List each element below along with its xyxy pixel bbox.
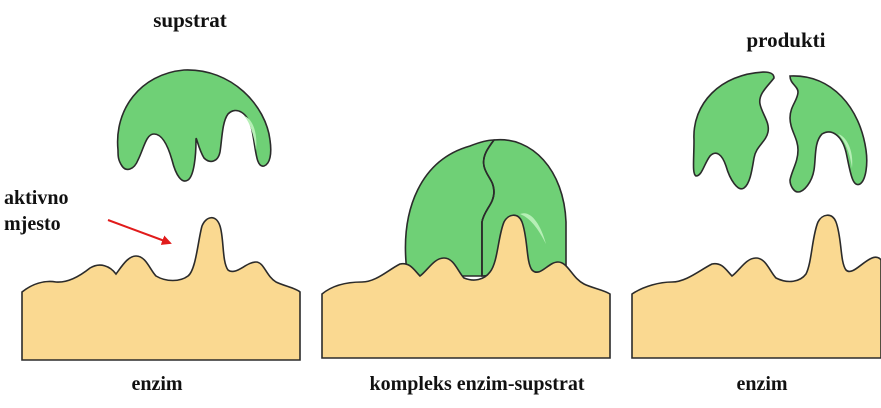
complex-split-line <box>481 139 495 276</box>
enzyme-label-left: enzim <box>131 373 183 395</box>
complex-substrate-highlight <box>520 213 546 244</box>
active-site-arrow <box>107 219 172 245</box>
active-site-label: aktivno mjesto <box>4 185 68 237</box>
complex-substrate-left-half <box>404 139 496 277</box>
product-right-shape <box>789 75 868 193</box>
enzyme-label-right: enzim <box>736 373 788 395</box>
enzyme-shape-complex <box>321 214 611 359</box>
complex-label: kompleks enzim-supstrat <box>369 373 585 395</box>
substrate-highlight <box>244 116 257 150</box>
substrate-label: supstrat <box>153 8 227 32</box>
panel-enzyme-products <box>631 71 881 359</box>
enzyme-shape-left <box>21 216 301 361</box>
panel-enzyme-substrate <box>21 69 301 361</box>
active-site-label-line1: aktivno <box>4 187 69 209</box>
enzyme-shape-right <box>631 214 881 359</box>
active-site-label-line2: mjesto <box>4 213 61 235</box>
product-left-shape <box>692 71 775 190</box>
product-highlight <box>838 134 853 168</box>
substrate-shape <box>116 69 272 182</box>
products-label: produkti <box>746 28 826 52</box>
panel-complex <box>321 138 611 359</box>
